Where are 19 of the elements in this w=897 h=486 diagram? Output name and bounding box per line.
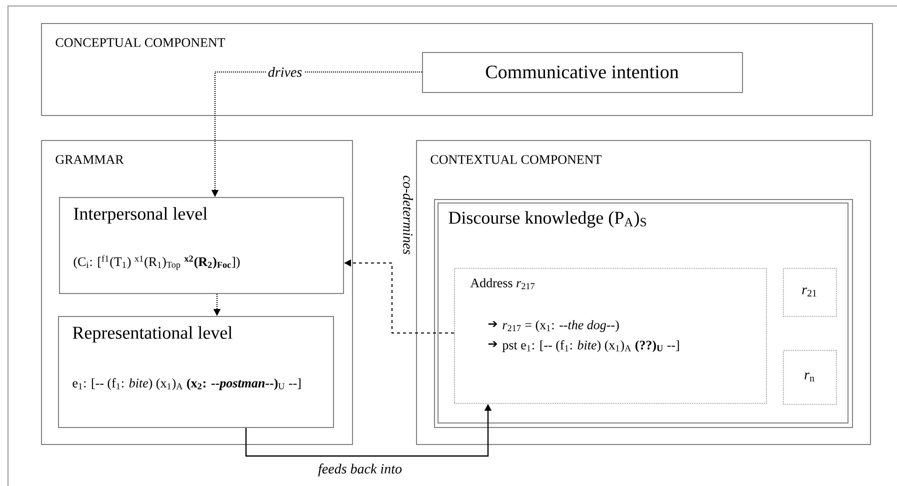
edge-label: feeds back into bbox=[316, 462, 404, 478]
address-heading: Address r$_{217}$ bbox=[470, 278, 535, 290]
box-heading: CONTEXTUAL COMPONENT bbox=[430, 155, 602, 164]
level-heading: Representational level bbox=[72, 326, 232, 342]
formula-text: (C$_{i}$: [$^{f1}$(T$_{1}$) $^{x1}$(R$_{1}$)$_{Top}$ $^{x2}$(R$_{2}$)$_{Foc}$]) bbox=[74, 255, 240, 270]
entry-text: pst e$_{1}$: [-- (f$_{1}$: bite) (x$_{1}$)$_{A}$ (??)$_{U}$ --] bbox=[502, 340, 679, 352]
referent-label: r$_{21}$ bbox=[802, 288, 816, 296]
entry-text: r$_{217}$ = (x$_{1}$: --the dog--) bbox=[502, 320, 619, 332]
box-heading: CONCEPTUAL COMPONENT bbox=[56, 38, 226, 47]
box-heading: GRAMMAR bbox=[56, 155, 124, 164]
arrow-icon: ➔ bbox=[488, 341, 498, 347]
box-label: Communicative intention bbox=[486, 66, 679, 78]
arrow-icon: ➔ bbox=[488, 321, 498, 327]
referent-label: r$_{n}$ bbox=[804, 372, 814, 382]
formula-text: e$_{1}$: [-- (f$_{1}$: bite) (x$_{1}$)$_{A}$ (x$_{2}$: --postman--)$_{U}$ --] bbox=[72, 378, 301, 390]
box-heading: Discourse knowledge (P$_{A}$)$_{S}$ bbox=[448, 211, 646, 228]
edge-label: co-determines bbox=[401, 173, 415, 257]
level-heading: Interpersonal level bbox=[74, 207, 208, 224]
edge-label: drives bbox=[266, 65, 304, 79]
